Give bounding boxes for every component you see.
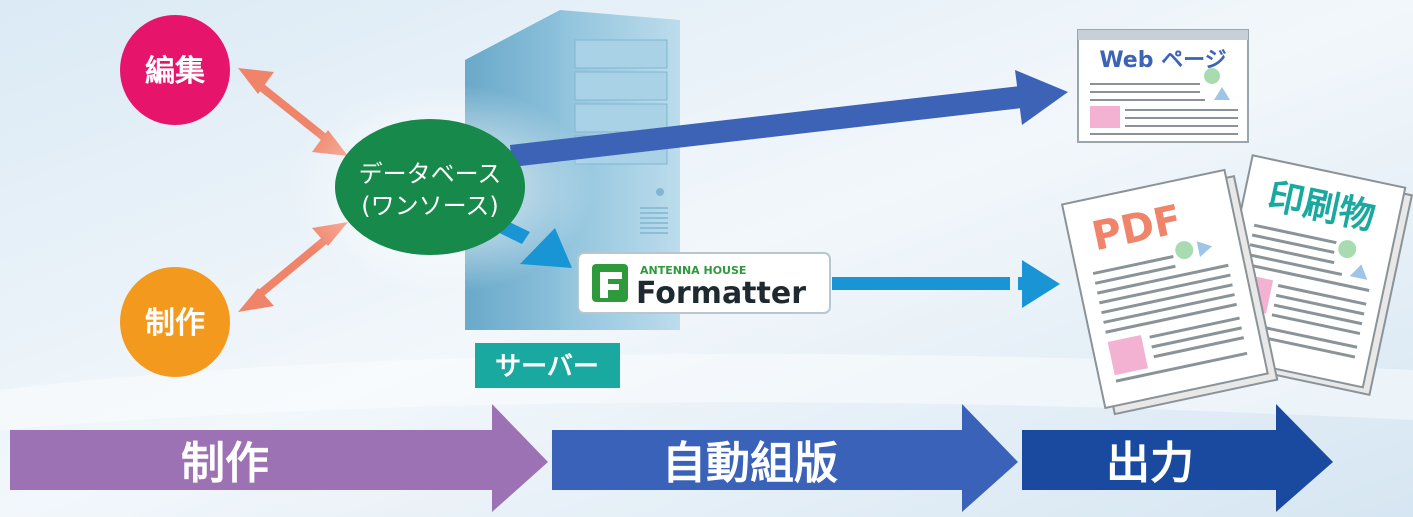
process-label-typesetting: 自動組版 xyxy=(662,438,838,489)
produce-label: 制作 xyxy=(145,306,205,341)
process-arrow-produce: 制作 xyxy=(10,404,548,512)
edit-node xyxy=(120,15,230,125)
arrow-to-pdf xyxy=(832,260,1060,308)
web-page-title: Web ページ xyxy=(1099,48,1226,73)
process-label-produce: 制作 xyxy=(181,438,269,489)
arrow-to-web xyxy=(510,70,1068,167)
formatter-small-label: ANTENNA HOUSE xyxy=(640,264,746,277)
process-arrow-output: 出力 xyxy=(1022,404,1333,512)
process-arrow-typesetting: 自動組版 xyxy=(552,404,1018,512)
formatter-logo: ANTENNA HOUSE Formatter xyxy=(577,252,831,314)
server-label-box xyxy=(475,343,620,388)
formatter-emblem-icon xyxy=(592,264,628,302)
web-page-document: Web ページ xyxy=(1077,29,1249,143)
produce-node xyxy=(120,267,230,377)
database-label-line1: データベース xyxy=(359,160,502,188)
database-node xyxy=(335,119,525,255)
formatter-main-label: Formatter xyxy=(636,276,806,311)
pdf-document: PDF xyxy=(1060,168,1279,416)
server-label: サーバー xyxy=(495,352,599,382)
edit-label: 編集 xyxy=(145,54,206,89)
database-label-line2: (ワンソース) xyxy=(361,192,499,220)
background-swoosh xyxy=(0,354,1413,430)
process-label-output: 出力 xyxy=(1106,438,1194,489)
